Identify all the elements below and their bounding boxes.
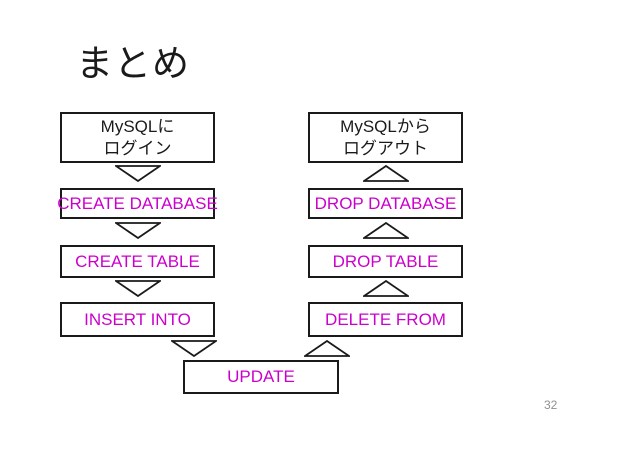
flow-box-label: INSERT INTO [84, 309, 191, 329]
flow-box-label: MySQLから [340, 116, 431, 136]
down-arrow-icon [115, 165, 161, 182]
up-arrow-icon [304, 340, 350, 357]
flow-box-label: DROP DATABASE [314, 193, 457, 213]
flow-box-update: UPDATE [183, 360, 339, 394]
up-arrow-icon [363, 280, 409, 297]
flow-box-insert-into: INSERT INTO [60, 302, 215, 337]
flow-box-mysql-logout: MySQLから ログアウト [308, 112, 463, 163]
up-arrow-icon [363, 165, 409, 182]
flow-box-label: ログアウト [343, 138, 428, 158]
flow-box-create-table: CREATE TABLE [60, 245, 215, 278]
up-arrow-icon [363, 222, 409, 239]
down-arrow-icon [115, 222, 161, 239]
flow-box-label: CREATE TABLE [75, 251, 200, 271]
flow-box-label: CREATE DATABASE [57, 193, 218, 213]
flow-box-label: MySQLに [100, 116, 175, 136]
down-arrow-icon [171, 340, 217, 357]
flow-box-create-database: CREATE DATABASE [57, 188, 218, 219]
slide-title: まとめ [76, 43, 190, 84]
flow-box-drop-database: DROP DATABASE [308, 188, 463, 219]
flow-box-mysql-login: MySQLに ログイン [60, 112, 215, 163]
flow-box-label: DELETE FROM [325, 309, 446, 329]
flow-box-drop-table: DROP TABLE [308, 245, 463, 278]
page-number: 32 [544, 398, 558, 412]
flow-box-label: ログイン [103, 138, 172, 158]
flow-box-delete-from: DELETE FROM [308, 302, 463, 337]
flow-box-label: UPDATE [227, 367, 295, 386]
flow-box-label: DROP TABLE [332, 251, 439, 271]
down-arrow-icon [115, 280, 161, 297]
